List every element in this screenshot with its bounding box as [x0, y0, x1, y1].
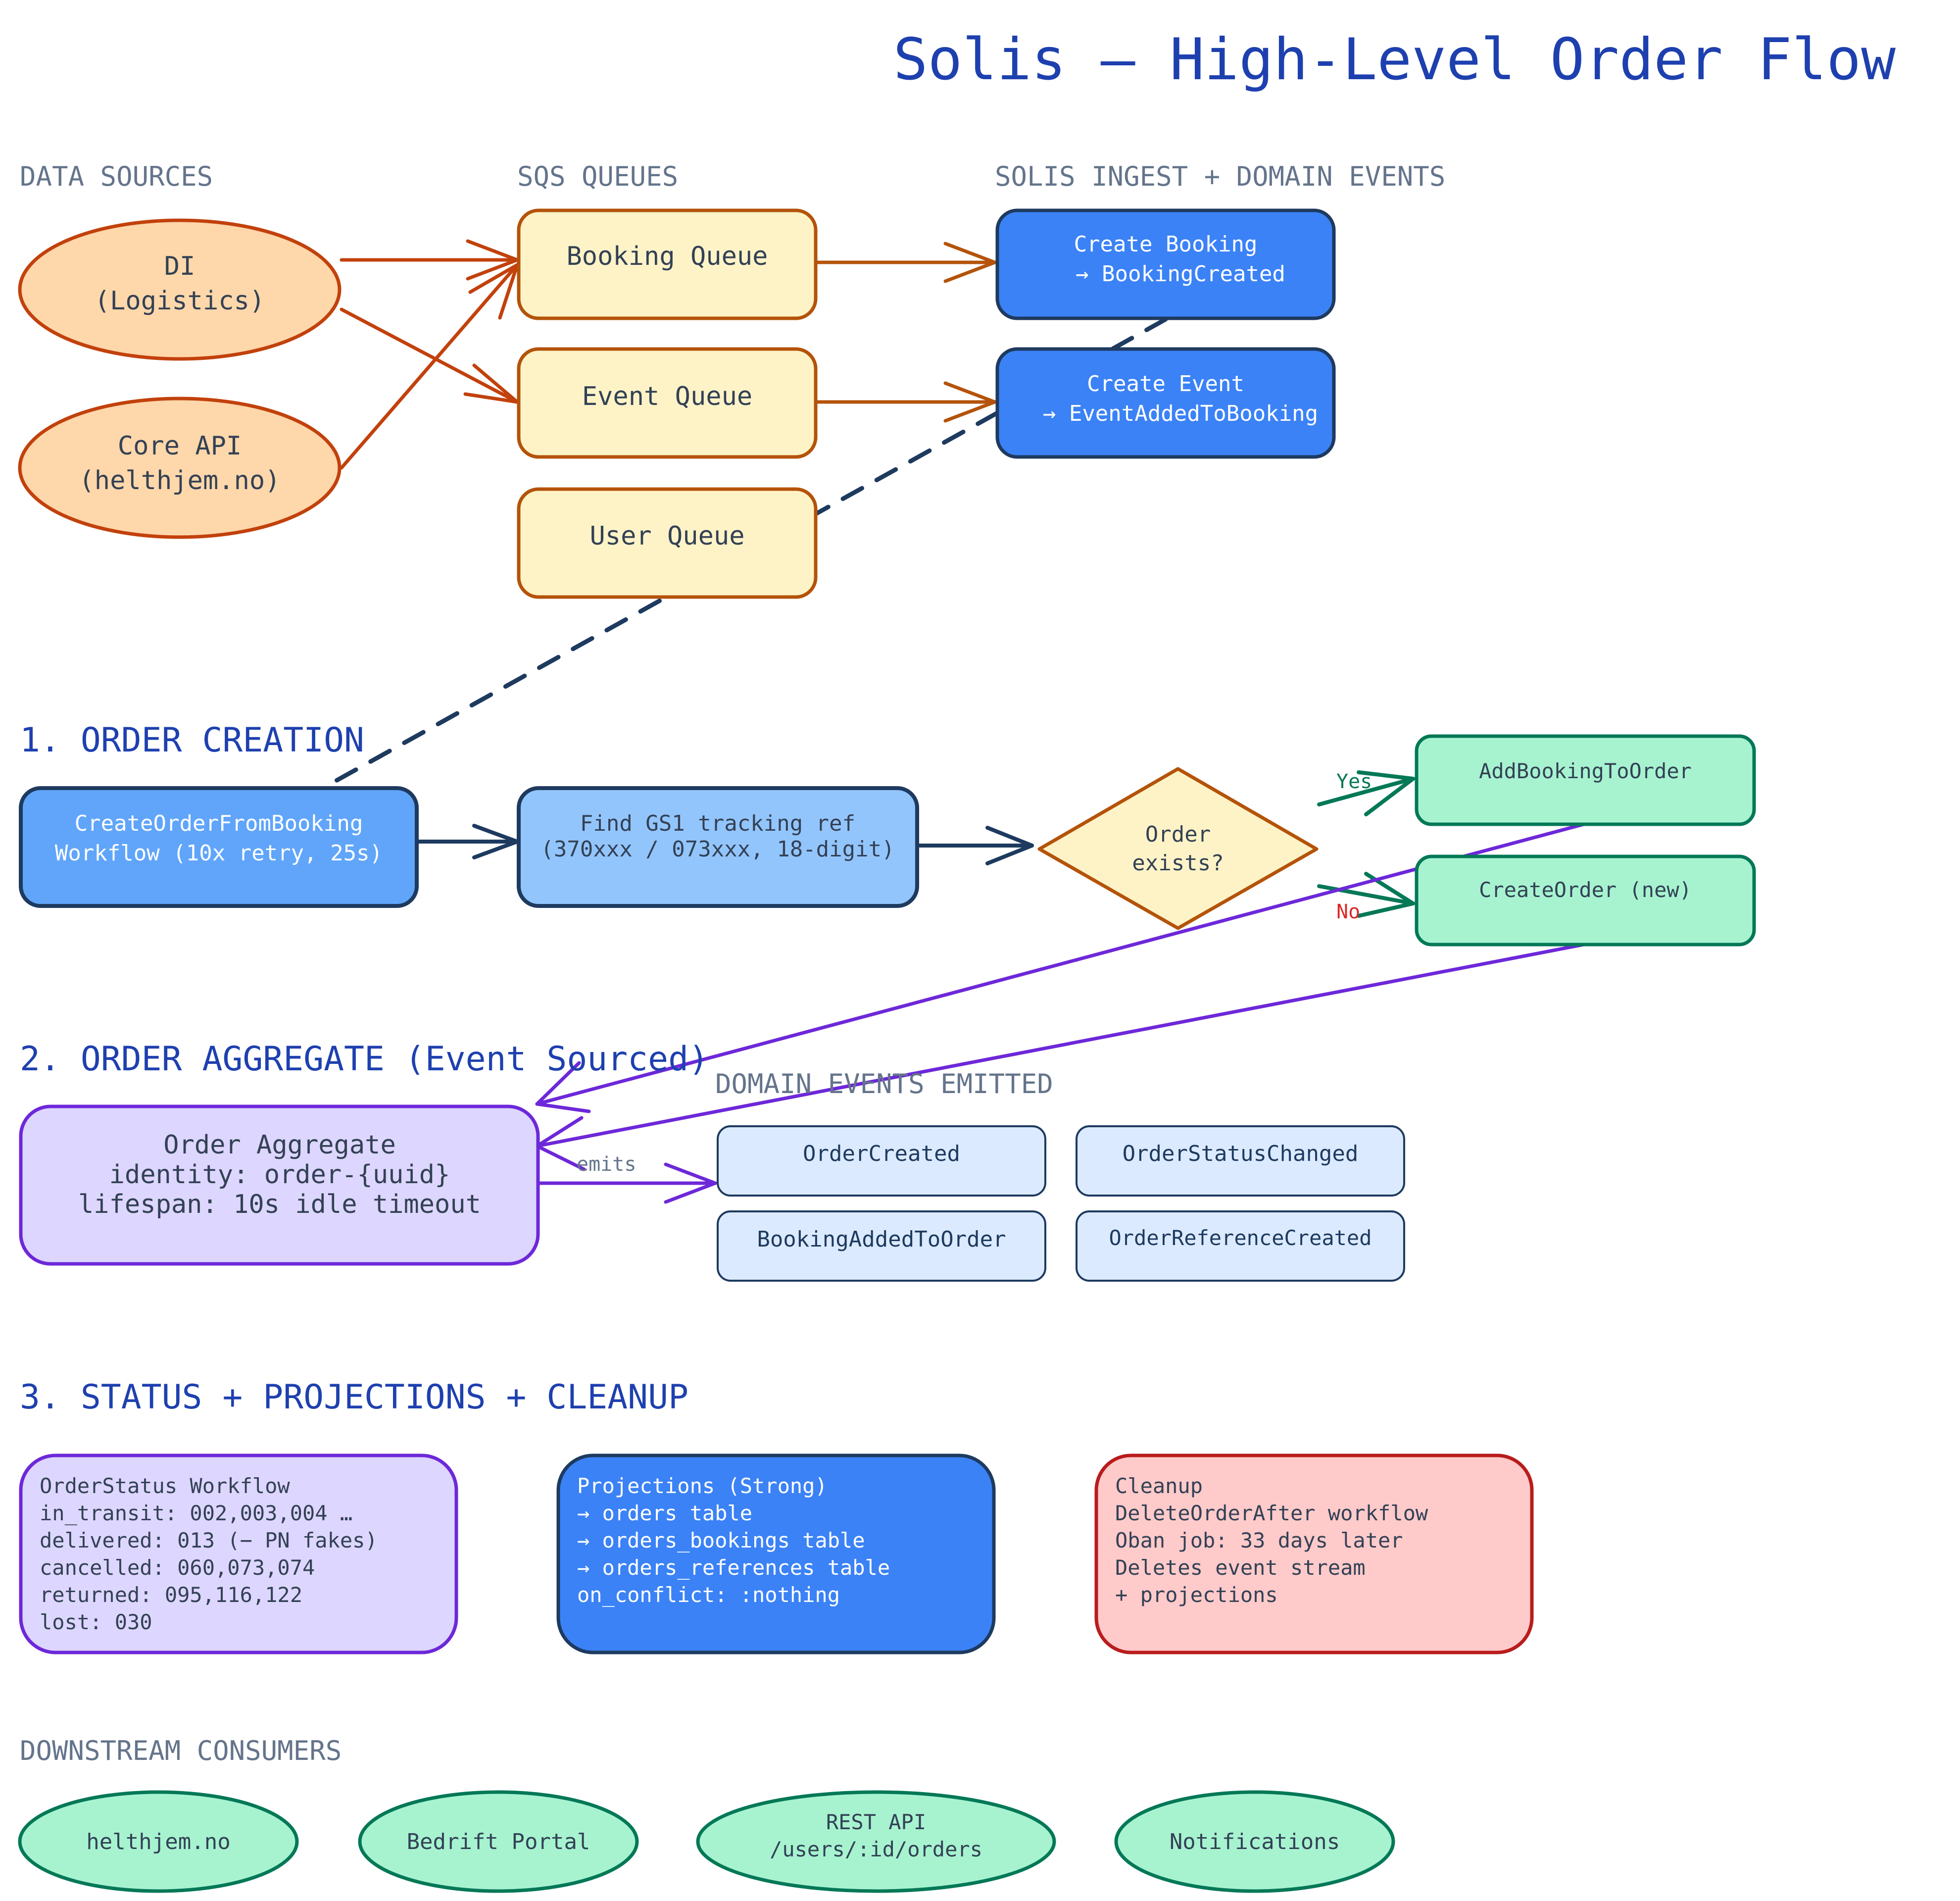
ingest-create-event-line-2: → EventAddedToBooking [1043, 401, 1318, 426]
domain-event-label: OrderStatusChanged [1123, 1141, 1359, 1166]
node-create-order-new[interactable]: CreateOrder (new) [1415, 854, 1756, 947]
projections-line: → orders table [577, 1501, 752, 1525]
arrowhead-icon [535, 1061, 591, 1113]
queue-booking-label: Booking Queue [567, 242, 768, 271]
source-core-api[interactable]: Core API (helthjem.no) [18, 397, 342, 539]
cleanup-line: Deletes event stream [1115, 1555, 1366, 1580]
aggregate-line-3: lifespan: 10s idle timeout [78, 1190, 481, 1219]
cleanup-box[interactable]: Cleanup DeleteOrderAfter workflow Oban j… [1094, 1453, 1534, 1654]
status-line: OrderStatus Workflow [40, 1474, 290, 1498]
edge-no [1317, 884, 1415, 905]
add-booking-to-order-label: AddBookingToOrder [1479, 759, 1692, 783]
find-ref-line-2: (370xxx / 073xxx, 18-digit) [540, 837, 894, 862]
workflow-line-2: Workflow (10x retry, 25s) [55, 841, 383, 866]
cleanup-line: Oban job: 33 days later [1115, 1528, 1403, 1552]
consumer-notifications[interactable]: Notifications [1114, 1790, 1395, 1893]
source-di[interactable]: DI (Logistics) [18, 218, 342, 361]
projections-line: → orders_bookings table [577, 1528, 865, 1552]
status-line: returned: 095,116,122 [40, 1583, 302, 1607]
source-core-api-line-1: Core API [118, 431, 242, 461]
cleanup-line: Cleanup [1115, 1474, 1203, 1498]
yes-label: Yes [1336, 770, 1372, 793]
edge-create-order-to-aggregate [535, 943, 1586, 1148]
aggregate-line-2: identity: order-{uuid} [109, 1160, 450, 1190]
status-line: in_transit: 002,003,004 … [40, 1501, 352, 1525]
edge-di-to-event-queue [340, 307, 519, 404]
ingest-create-booking-line-2: → BookingCreated [1076, 261, 1285, 287]
ingest-create-booking-line-1: Create Booking [1074, 232, 1258, 257]
status-line: lost: 030 [40, 1610, 152, 1634]
consumer-label: Notifications [1170, 1829, 1340, 1854]
label-domain-events-emitted: DOMAIN EVENTS EMITTED [715, 1068, 1053, 1100]
edge-yes [1317, 777, 1415, 806]
domain-event-booking-added-to-order[interactable]: BookingAddedToOrder [717, 1210, 1046, 1282]
ingest-create-booking[interactable]: Create Booking → BookingCreated [995, 208, 1336, 320]
consumer-rest-api[interactable]: REST API /users/:id/orders [696, 1790, 1056, 1893]
arrowhead-icon [985, 826, 1034, 865]
workflow-line-1: CreateOrderFromBooking [75, 811, 363, 836]
consumer-bedrift-portal[interactable]: Bedrift Portal [358, 1790, 639, 1893]
domain-event-label: BookingAddedToOrder [757, 1227, 1006, 1252]
edge-core-api-to-booking-queue [340, 263, 519, 470]
consumer-helthjem[interactable]: helthjem.no [18, 1790, 299, 1893]
source-di-line-2: (Logistics) [95, 286, 265, 316]
queue-user[interactable]: User Queue [517, 487, 818, 599]
arrowhead-icon [463, 363, 519, 404]
source-di-line-1: DI [164, 251, 196, 281]
emits-label: emits [577, 1153, 636, 1176]
consumer-label: helthjem.no [86, 1829, 230, 1854]
no-label: No [1336, 900, 1360, 923]
label-ingest: SOLIS INGEST + DOMAIN EVENTS [995, 161, 1445, 192]
queue-event-label: Event Queue [582, 382, 752, 411]
queue-booking[interactable]: Booking Queue [517, 208, 818, 320]
create-order-new-label: CreateOrder (new) [1479, 878, 1692, 902]
section-status-projections-cleanup: 3. STATUS + PROJECTIONS + CLEANUP [20, 1378, 688, 1417]
status-line: delivered: 013 (− PN fakes) [40, 1528, 378, 1552]
domain-event-order-status-changed[interactable]: OrderStatusChanged [1076, 1125, 1405, 1197]
consumer-label: /users/:id/orders [770, 1837, 982, 1861]
section-order-creation: 1. ORDER CREATION [20, 721, 364, 760]
arrowhead-icon [943, 242, 997, 283]
arrowhead-icon [1357, 770, 1415, 816]
queue-user-label: User Queue [589, 521, 744, 551]
consumer-label: REST API [826, 1810, 926, 1834]
domain-event-label: OrderCreated [803, 1141, 960, 1166]
arrowhead-icon [943, 381, 997, 423]
decision-line-1: Order [1145, 822, 1211, 847]
find-ref-line-1: Find GS1 tracking ref [580, 811, 855, 836]
projections-line: → orders_references table [577, 1555, 890, 1580]
node-add-booking-to-order[interactable]: AddBookingToOrder [1415, 734, 1756, 826]
order-aggregate[interactable]: Order Aggregate identity: order-{uuid} l… [19, 1104, 540, 1266]
step-find-gs1-ref[interactable]: Find GS1 tracking ref (370xxx / 073xxx, … [517, 786, 919, 908]
projections-box[interactable]: Projections (Strong) → orders table → or… [556, 1453, 996, 1654]
label-data-sources: DATA SOURCES [20, 161, 213, 192]
order-status-workflow-box[interactable]: OrderStatus Workflow in_transit: 002,003… [19, 1453, 458, 1654]
decision-order-exists[interactable]: Order exists? [1037, 767, 1319, 930]
domain-event-label: OrderReferenceCreated [1109, 1226, 1372, 1250]
arrowhead-icon [664, 1162, 717, 1204]
cleanup-line: + projections [1115, 1583, 1278, 1607]
consumer-label: Bedrift Portal [407, 1829, 590, 1854]
diagram-title: Solis — High-Level Order Flow [893, 26, 1896, 93]
workflow-create-order-from-booking[interactable]: CreateOrderFromBooking Workflow (10x ret… [19, 786, 419, 908]
source-core-api-line-2: (helthjem.no) [79, 466, 281, 496]
status-line: cancelled: 060,073,074 [40, 1555, 315, 1580]
arrowhead-icon [1357, 872, 1415, 918]
section-order-aggregate: 2. ORDER AGGREGATE (Event Sourced) [20, 1040, 709, 1079]
edge-add-booking-to-aggregate [535, 822, 1586, 1106]
projections-line: on_conflict: :nothing [577, 1583, 840, 1607]
projections-line: Projections (Strong) [577, 1474, 828, 1498]
domain-event-order-reference-created[interactable]: OrderReferenceCreated [1076, 1210, 1405, 1282]
decision-line-2: exists? [1132, 850, 1224, 876]
domain-event-order-created[interactable]: OrderCreated [717, 1125, 1046, 1197]
cleanup-line: DeleteOrderAfter workflow [1115, 1501, 1428, 1525]
aggregate-line-1: Order Aggregate [163, 1130, 396, 1160]
label-downstream-consumers: DOWNSTREAM CONSUMERS [20, 1735, 342, 1766]
queue-event[interactable]: Event Queue [517, 347, 818, 459]
label-sqs-queues: SQS QUEUES [517, 161, 678, 192]
ingest-create-event-line-1: Create Event [1087, 371, 1244, 397]
ingest-create-event[interactable]: Create Event → EventAddedToBooking [995, 347, 1336, 459]
